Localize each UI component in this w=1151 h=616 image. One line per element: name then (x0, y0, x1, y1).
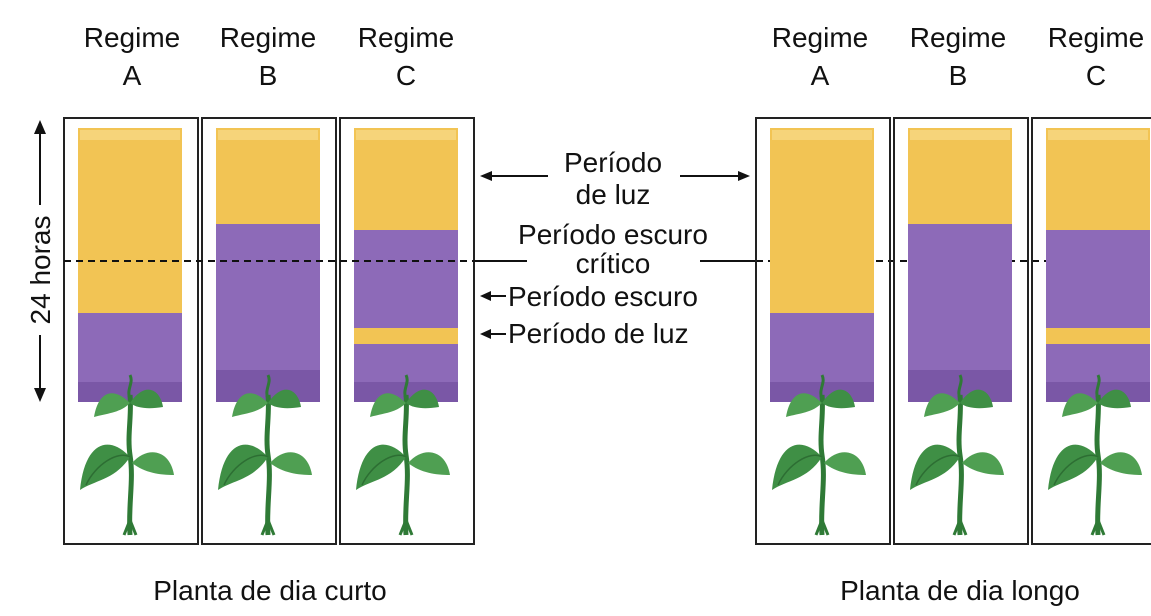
regime-a-frame-long (755, 117, 891, 545)
regime-b-letter-long: B (949, 60, 968, 91)
regime-c-frame-short (339, 117, 475, 545)
regime-a-light-bar-short (78, 128, 182, 313)
regime-c-dark-bar-1-long (1046, 230, 1150, 328)
regime-c-title-short: Regime (358, 22, 454, 53)
regime-b-title-long: Regime (910, 22, 1006, 53)
dark-period-label: Período escuro (508, 281, 698, 312)
short-day-caption: Planta de dia curto (153, 575, 387, 606)
regime-b-title-short: Regime (220, 22, 316, 53)
light-flash-label: Período de luz (508, 318, 689, 349)
regime-b-frame-long (893, 117, 1029, 545)
regime-c-flash-bar-short (354, 328, 458, 344)
regime-b-light-bar-short (216, 128, 320, 224)
regime-a-letter-short: A (123, 60, 142, 91)
regime-c-light-bar-short (354, 128, 458, 230)
regime-a-light-bar-long (770, 128, 874, 313)
regime-b-letter-short: B (259, 60, 278, 91)
regime-a-letter-long: A (811, 60, 830, 91)
regime-b-frame-short (201, 117, 337, 545)
regime-c-title-long: Regime (1048, 22, 1144, 53)
light-period-label-2: de luz (576, 179, 651, 210)
regime-a-frame-short (63, 117, 199, 545)
regime-c-light-bar-long (1046, 128, 1150, 230)
critical-dark-label-2: crítico (576, 248, 651, 279)
regime-a-title-long: Regime (772, 22, 868, 53)
regime-c-frame-long (1031, 117, 1151, 545)
regime-a-title-short: Regime (84, 22, 180, 53)
short-day-group: Regime A Regime B Regime C Planta de dia (63, 22, 475, 606)
light-period-label-1: Período (564, 147, 662, 178)
regime-c-letter-long: C (1086, 60, 1106, 91)
hours-axis: 24 horas (25, 120, 56, 402)
regime-c-flash-bar-long (1046, 328, 1150, 344)
long-day-caption: Planta de dia longo (840, 575, 1080, 606)
annotations: Período de luz Período escuro crítico Pe… (480, 147, 750, 349)
axis-label: 24 horas (25, 216, 56, 325)
regime-b-light-bar-long (908, 128, 1012, 224)
long-day-group: Regime A Regime B Regime C Planta de dia (755, 22, 1151, 606)
critical-dark-label-1: Período escuro (518, 219, 708, 250)
regime-c-dark-bar-1-short (354, 230, 458, 328)
regime-c-letter-short: C (396, 60, 416, 91)
